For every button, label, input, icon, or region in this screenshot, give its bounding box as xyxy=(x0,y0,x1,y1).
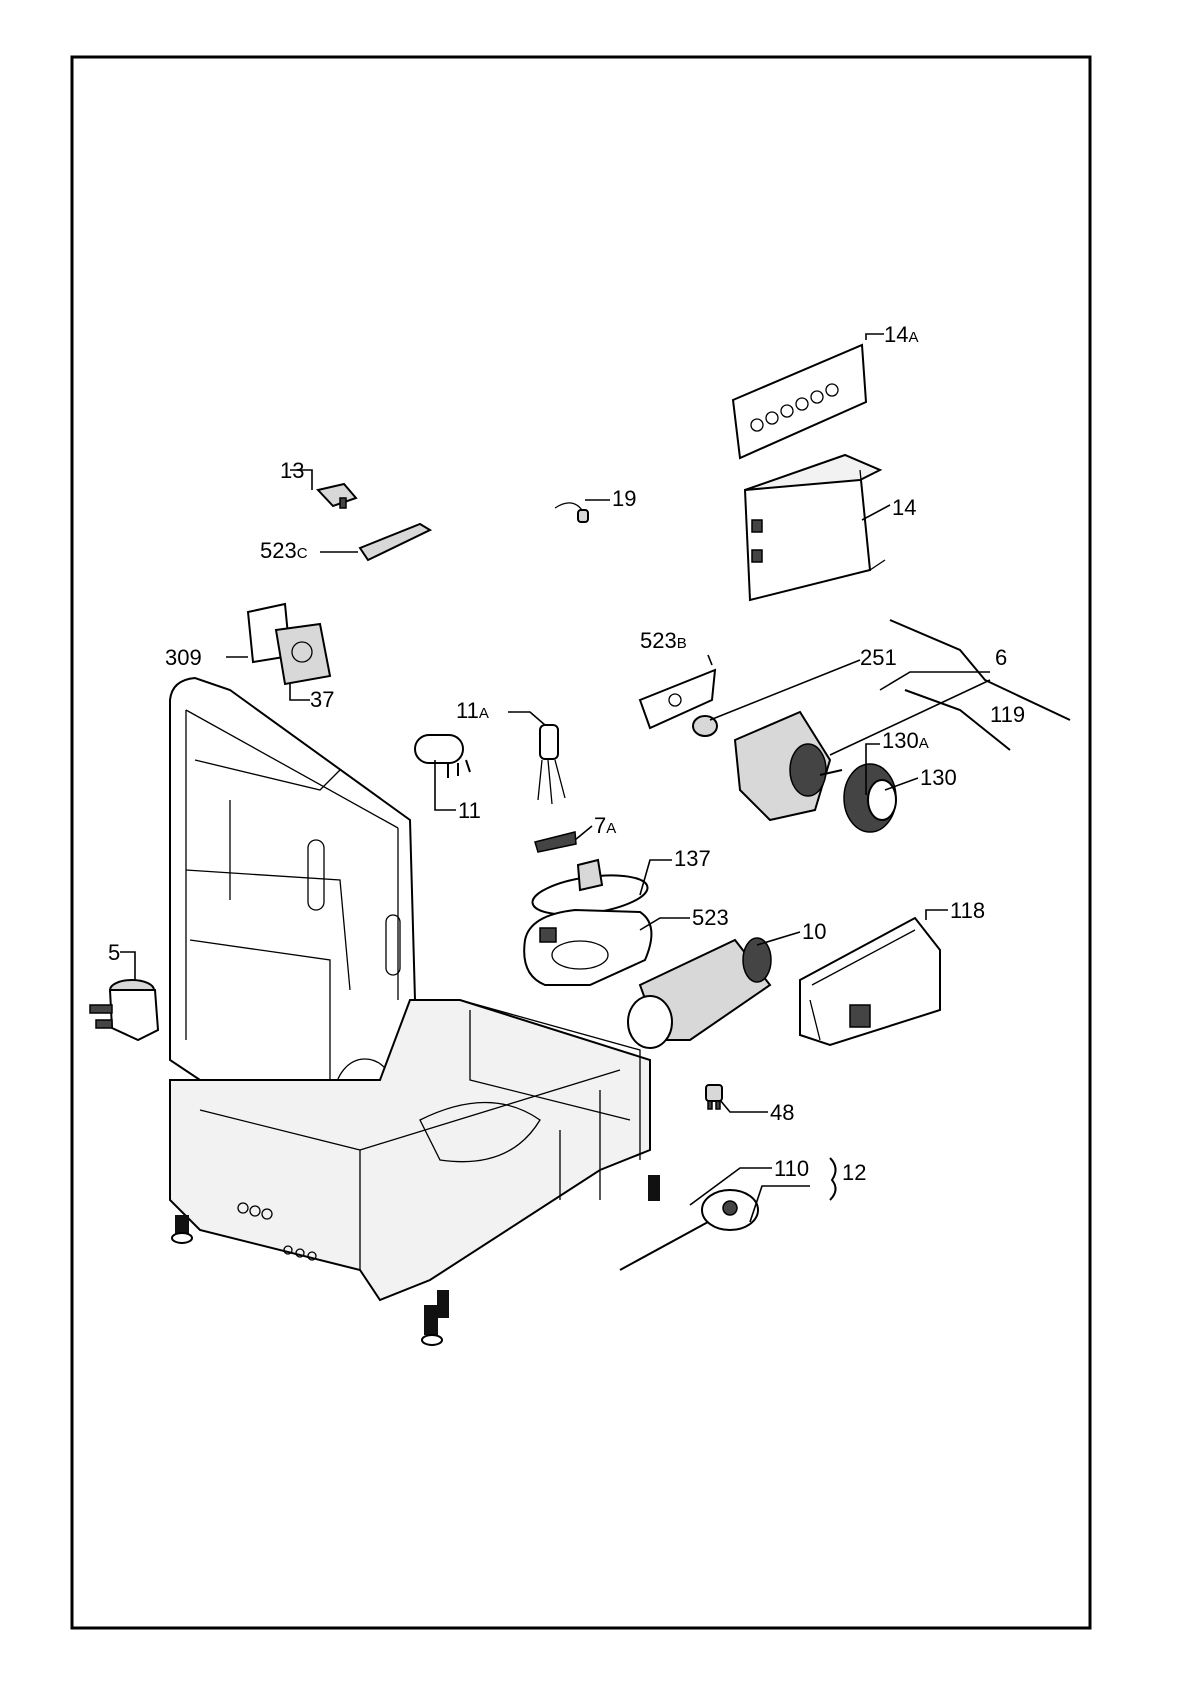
label-119: 119 xyxy=(990,702,1025,727)
part-13-shape xyxy=(318,484,356,508)
label-12: 12 xyxy=(842,1160,866,1185)
part-6-motor-shape xyxy=(735,712,842,820)
part-19-shape xyxy=(555,503,588,522)
label-523b: 523B xyxy=(640,628,687,653)
label-523c: 523C xyxy=(260,538,308,563)
label-523: 523 xyxy=(692,905,729,930)
part-309-37-shape xyxy=(248,604,330,684)
part-10-shape xyxy=(628,938,771,1048)
label-251: 251 xyxy=(860,645,897,670)
label-14: 14 xyxy=(892,495,916,520)
part-110-shape xyxy=(620,1190,758,1270)
part-5-valve-shape xyxy=(90,980,158,1040)
part-523c-shape xyxy=(360,524,430,560)
label-13: 13 xyxy=(280,458,304,483)
label-14a: 14A xyxy=(884,322,919,347)
label-110: 110 xyxy=(774,1156,809,1181)
label-6: 6 xyxy=(995,645,1007,670)
label-5: 5 xyxy=(108,940,120,965)
label-10: 10 xyxy=(802,919,826,944)
part-523-housing-shape xyxy=(524,910,651,985)
dishwasher-base-frame xyxy=(170,678,660,1345)
label-130a: 130A xyxy=(882,728,929,753)
part-11a-shape xyxy=(538,725,565,804)
label-11: 11 xyxy=(458,798,481,823)
label-309: 309 xyxy=(165,645,202,670)
part-7a-shape xyxy=(535,832,576,852)
label-19: 19 xyxy=(612,486,636,511)
part-11-capacitor-shape xyxy=(415,735,470,778)
part-14-shape xyxy=(745,455,885,600)
label-7a: 7A xyxy=(594,813,616,838)
label-118: 118 xyxy=(950,898,985,923)
label-37: 37 xyxy=(310,687,334,712)
label-130: 130 xyxy=(920,765,957,790)
label-11a: 11A xyxy=(456,698,489,723)
label-137: 137 xyxy=(674,846,711,871)
part-130-impeller-shape xyxy=(844,764,896,832)
part-48-shape xyxy=(706,1085,722,1109)
label-48: 48 xyxy=(770,1100,794,1125)
part-14a-shape xyxy=(733,345,866,458)
